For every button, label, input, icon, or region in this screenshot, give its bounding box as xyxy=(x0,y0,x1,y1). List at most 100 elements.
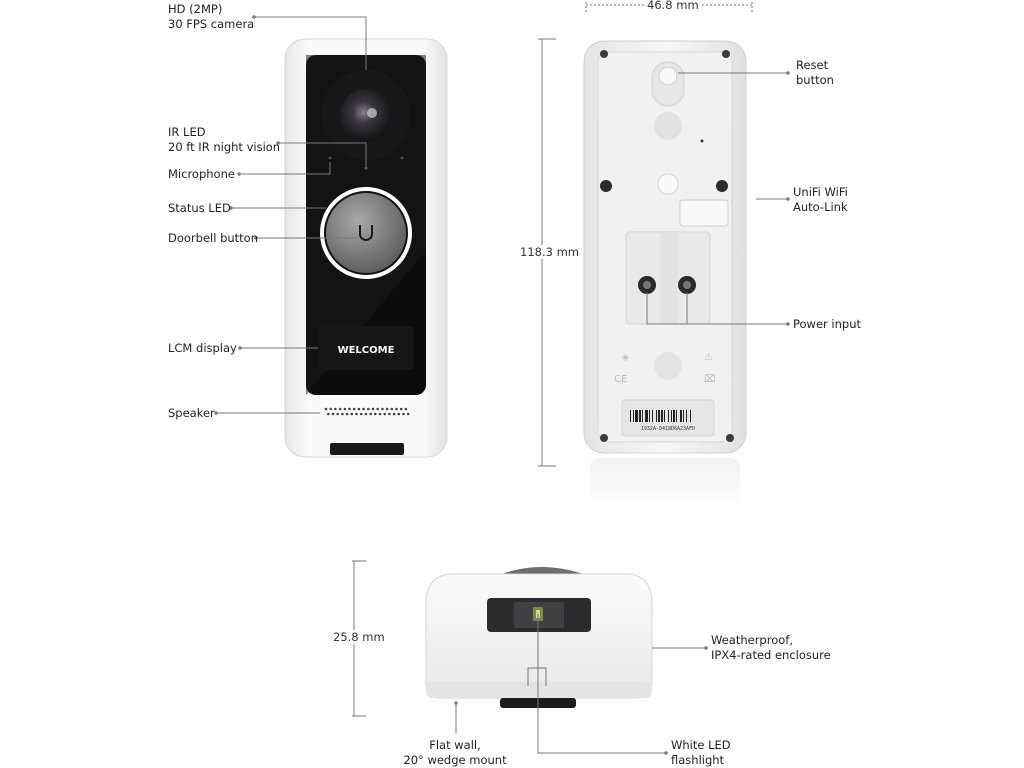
callout-lcm-display: LCM display xyxy=(168,341,237,355)
mount-hole-bottom xyxy=(654,352,682,380)
callout-reset-button: Reset button xyxy=(796,58,834,87)
speaker-hole xyxy=(378,412,382,416)
front-view: WELCOME xyxy=(284,38,448,458)
svg-text:⚠: ⚠ xyxy=(704,352,713,363)
speaker-hole xyxy=(397,412,401,416)
barcode-bar xyxy=(680,410,682,422)
back-view: ◈ CE ⚠ ⌧ 1932A-0418D6A23AFD xyxy=(538,2,753,508)
barcode-bar xyxy=(668,410,669,422)
front-leader-dots xyxy=(214,15,280,415)
speaker-hole xyxy=(383,412,387,416)
callout-status-led: Status LED xyxy=(168,201,231,215)
barcode-bar xyxy=(635,410,638,422)
ubiquiti-logo-icon xyxy=(359,225,373,241)
barcode xyxy=(630,410,691,422)
callout-doorbell-button: Doorbell button xyxy=(168,231,259,245)
speaker-hole xyxy=(327,412,330,416)
barcode-bar xyxy=(664,410,665,422)
bottom-view xyxy=(352,560,653,717)
width-dimension-line xyxy=(585,2,753,12)
speaker-hole xyxy=(367,407,370,411)
speaker-hole xyxy=(331,412,335,416)
lcm-display-text: WELCOME xyxy=(338,345,395,356)
speaker-hole xyxy=(329,407,333,411)
height-dimension-label: 118.3 mm xyxy=(518,245,581,259)
depth-dimension-label: 25.8 mm xyxy=(331,630,387,644)
speaker-hole xyxy=(338,407,342,411)
sensor-dot xyxy=(400,156,404,160)
back-leaders xyxy=(646,72,788,325)
speaker-hole xyxy=(374,412,377,416)
barcode-bar xyxy=(630,410,631,422)
speaker-hole xyxy=(334,407,337,411)
speaker-hole xyxy=(392,412,396,416)
svg-text:⌧: ⌧ xyxy=(704,374,716,385)
mount-clip xyxy=(527,667,547,686)
callout-ir-led: IR LED 20 ft IR night vision xyxy=(168,125,281,154)
speaker-hole xyxy=(345,412,349,416)
speaker-hole xyxy=(336,412,340,416)
speaker-hole xyxy=(359,412,363,416)
barcode-bar xyxy=(656,410,657,422)
barcode-bar xyxy=(633,410,634,422)
microphone-dot xyxy=(328,156,332,160)
status-led-ring xyxy=(320,187,412,279)
speaker-hole xyxy=(402,412,405,416)
speaker-hole xyxy=(371,407,375,411)
ir-led-dot xyxy=(364,166,368,170)
mount-hole-top xyxy=(654,112,682,140)
barcode-bar xyxy=(673,410,675,422)
speaker-hole xyxy=(388,412,391,416)
speaker-hole xyxy=(390,407,394,411)
speaker-hole xyxy=(355,412,358,416)
barcode-bar xyxy=(671,410,672,422)
barcode-bar xyxy=(676,410,677,422)
back-leader-dots xyxy=(786,71,790,326)
barcode-bar xyxy=(658,410,660,422)
bottom-housing xyxy=(425,573,653,699)
callout-wall-mount: Flat wall, 20° wedge mount xyxy=(403,738,507,767)
barcode-bar xyxy=(642,410,643,422)
reset-button xyxy=(658,66,678,86)
speaker-hole xyxy=(362,407,365,411)
barcode-bar xyxy=(683,410,684,422)
speaker-hole xyxy=(324,407,328,411)
mount-hole-mid xyxy=(657,173,679,195)
width-dimension-label: 46.8 mm xyxy=(644,0,702,12)
speaker-hole xyxy=(352,407,356,411)
speaker-hole xyxy=(348,407,351,411)
callout-wifi-auto-link: UniFi WiFi Auto-Link xyxy=(793,185,848,214)
speaker-hole xyxy=(350,412,354,416)
speaker-hole xyxy=(376,407,380,411)
speaker-hole xyxy=(369,412,372,416)
speaker-hole xyxy=(385,407,389,411)
svg-text:CE: CE xyxy=(614,374,627,385)
callout-speaker: Speaker xyxy=(168,406,215,420)
screw-right xyxy=(716,180,728,192)
speaker-hole xyxy=(395,407,398,411)
callout-microphone: Microphone xyxy=(168,167,235,181)
front-leaders xyxy=(216,16,367,414)
speaker-grille xyxy=(324,407,410,416)
speaker-hole xyxy=(364,412,368,416)
callout-power-input: Power input xyxy=(793,317,862,331)
svg-text:◈: ◈ xyxy=(622,353,629,363)
back-reflection xyxy=(590,458,740,508)
barcode-bar xyxy=(690,410,691,422)
barcode-bar xyxy=(645,410,648,422)
callout-camera: HD (2MP) 30 FPS camera xyxy=(168,2,255,31)
doorbell-button-face xyxy=(326,193,406,273)
speaker-hole xyxy=(406,412,410,416)
wifi-auto-link-pad xyxy=(679,199,729,227)
speaker-hole xyxy=(381,407,384,411)
camera-lens-inner xyxy=(340,89,392,141)
camera-lens-highlight xyxy=(367,108,377,118)
callout-weatherproof: Weatherproof, IPX4-rated enclosure xyxy=(711,633,831,662)
speaker-hole xyxy=(399,407,403,411)
serial-number-text: 1932A-0418D6A23AFD xyxy=(641,426,695,432)
speaker-hole xyxy=(341,412,344,416)
lcm-display-box xyxy=(318,326,414,370)
speaker-hole xyxy=(357,407,361,411)
callout-flashlight: White LED flashlight xyxy=(671,738,731,767)
barcode-bar xyxy=(686,410,687,422)
